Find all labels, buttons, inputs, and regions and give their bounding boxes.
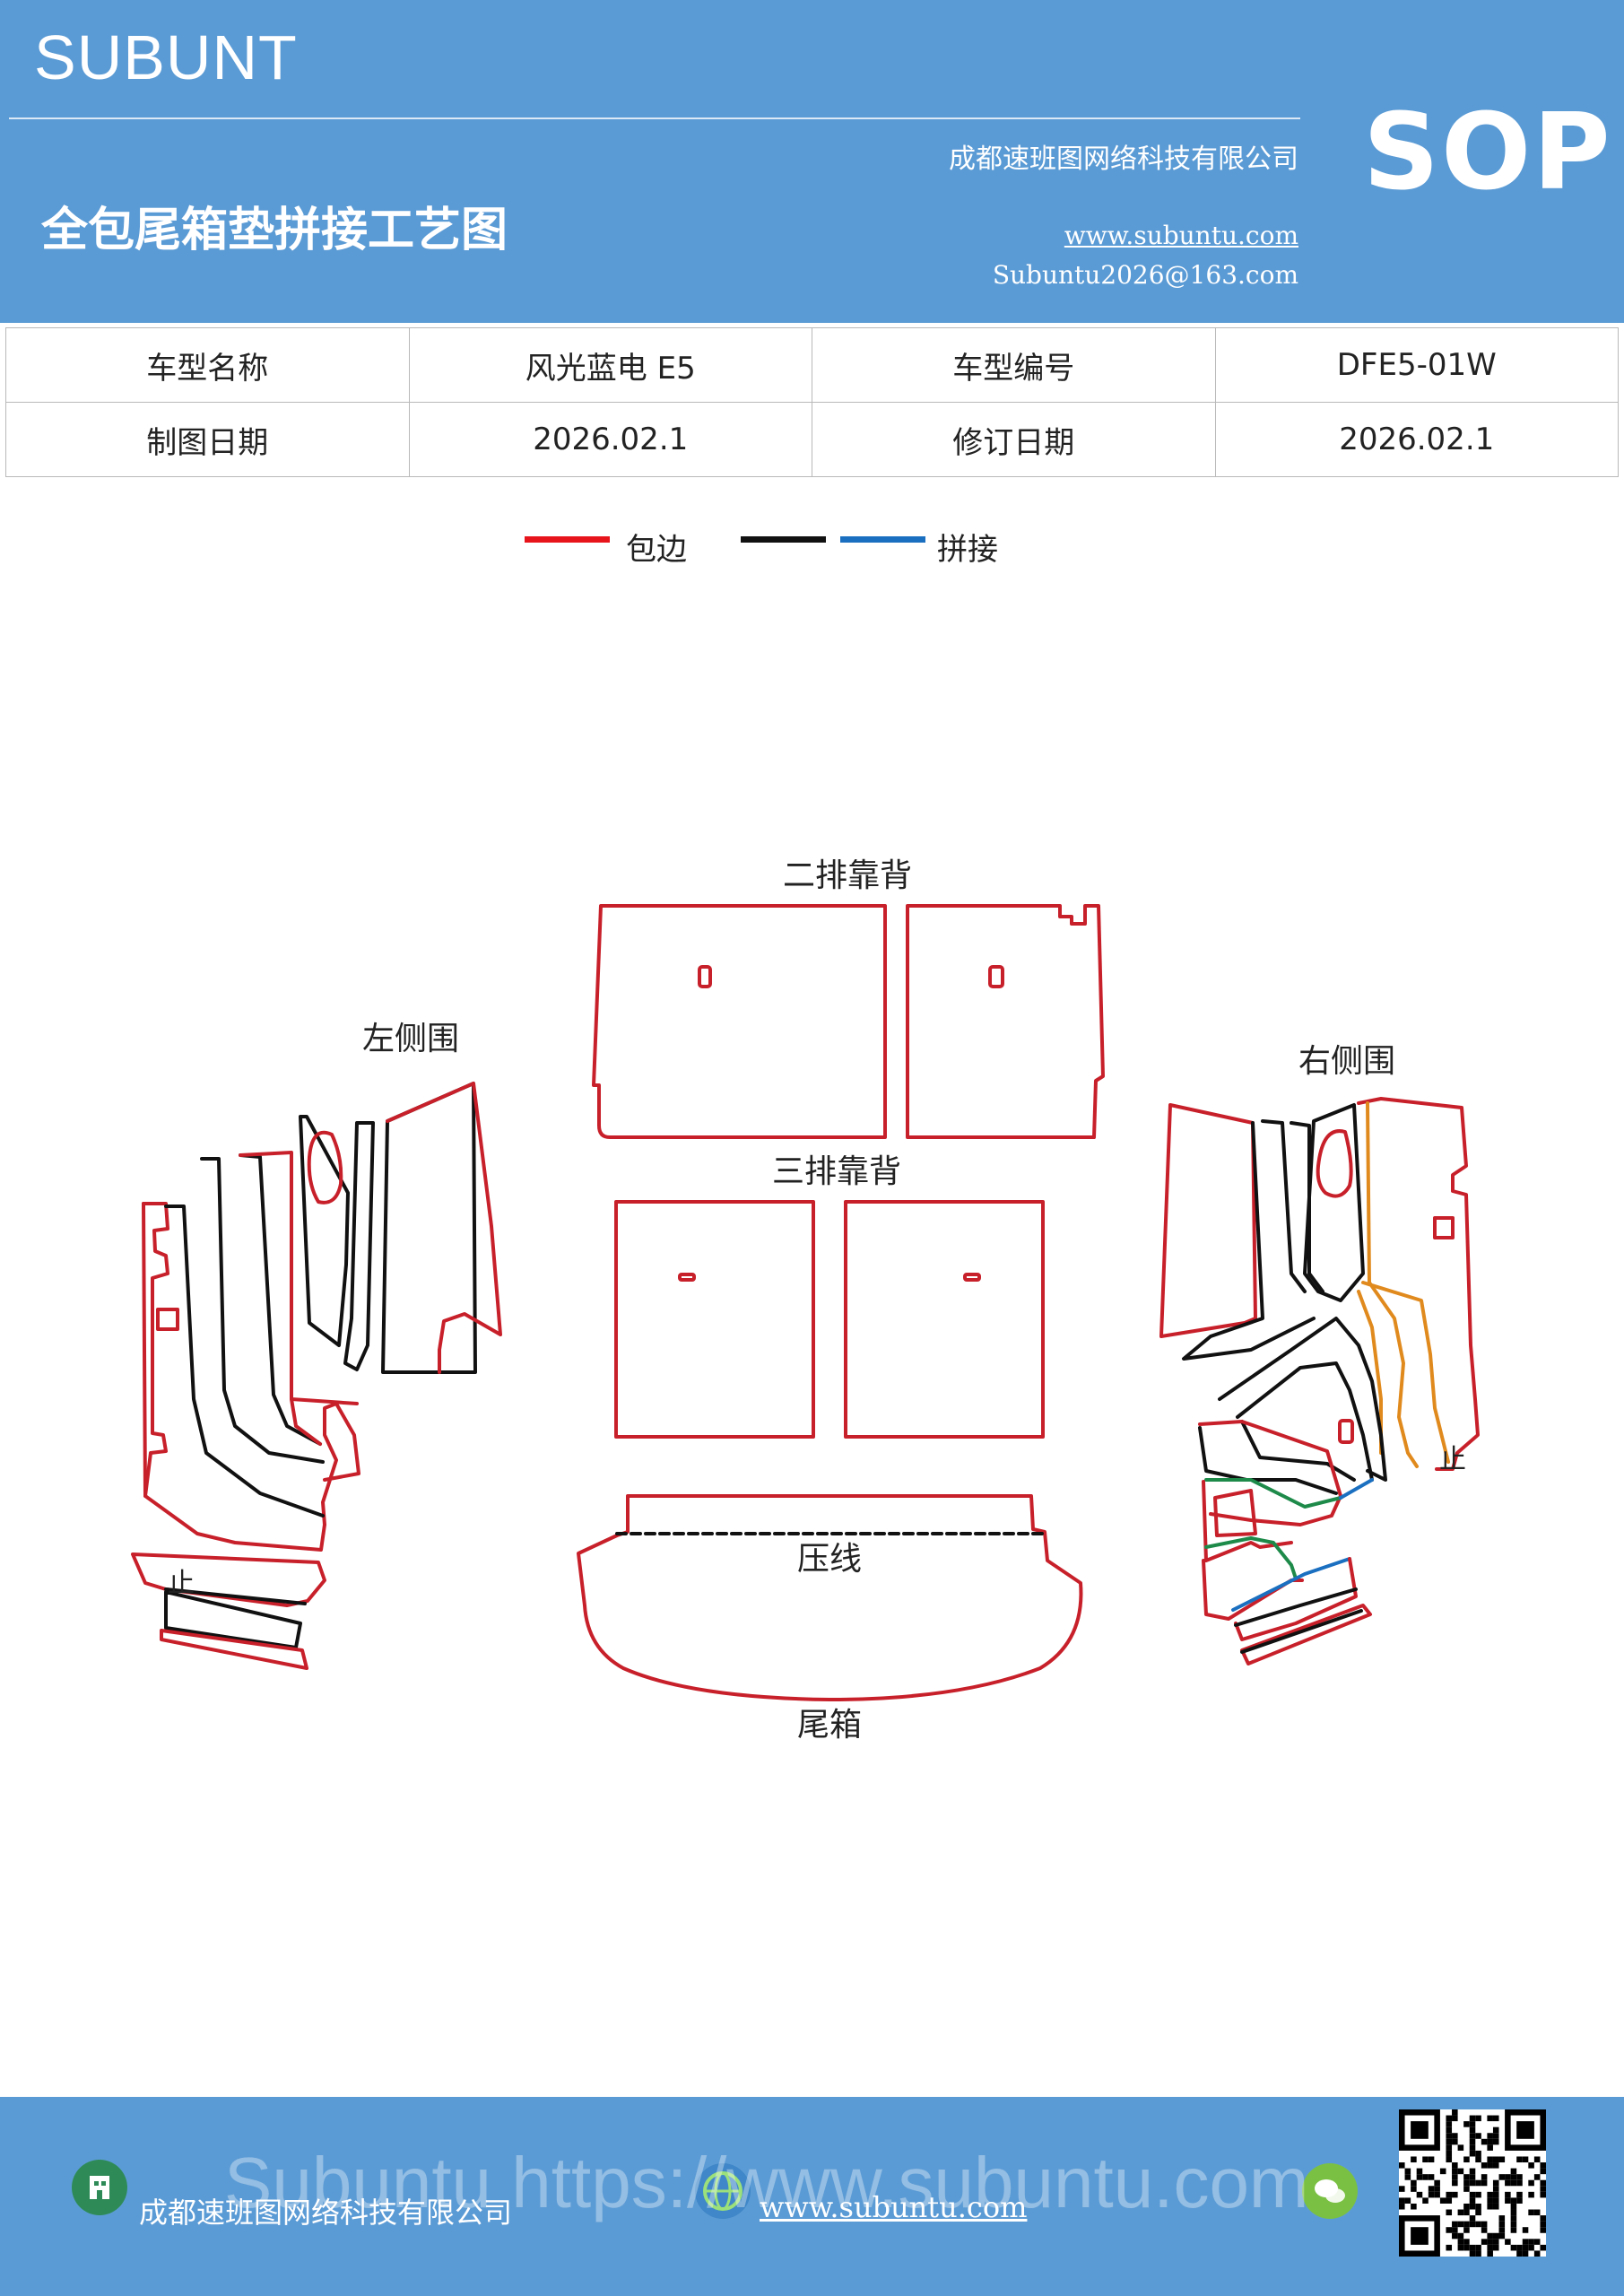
table-cell: DFE5-01W xyxy=(1214,327,1619,403)
second-row-backrest-right-panel xyxy=(906,904,1105,1139)
company-name: 成都速班图网络科技有限公司 xyxy=(949,144,1298,175)
label-stop-right: 止 xyxy=(1439,1444,1466,1475)
table-row: 制图日期 2026.02.1 修订日期 2026.02.1 xyxy=(5,402,1619,477)
footer-company-name: 成都速班图网络科技有限公司 xyxy=(139,2196,513,2230)
table-cell: 制图日期 xyxy=(5,402,410,477)
label-stop-left: 止 xyxy=(168,1568,195,1599)
footer-website-link[interactable]: www.subuntu.com xyxy=(760,2190,1028,2224)
table-cell: 2026.02.1 xyxy=(1214,402,1619,477)
table-cell: 风光蓝电 E5 xyxy=(408,327,812,403)
left-side-wall-panels xyxy=(131,1082,502,1670)
table-cell: 2026.02.1 xyxy=(408,402,812,477)
label-trunk: 尾箱 xyxy=(797,1707,862,1744)
email-address: Subuntu2026@163.com xyxy=(992,260,1298,290)
label-right-side: 右侧围 xyxy=(1298,1043,1395,1080)
header-divider xyxy=(9,117,1300,119)
document-title: 全包尾箱垫拼接工艺图 xyxy=(41,203,508,257)
label-left-side: 左侧围 xyxy=(362,1021,459,1057)
sop-badge: SOP xyxy=(1363,90,1612,213)
second-row-backrest-left-panel xyxy=(592,904,887,1139)
vehicle-info-table: 车型名称 风光蓝电 E5 车型编号 DFE5-01W 制图日期 2026.02.… xyxy=(5,327,1619,477)
legend-swatch-edge xyxy=(525,536,610,543)
footer-watermark: Subuntu https://www.subuntu.com xyxy=(224,2143,1309,2222)
qr-code xyxy=(1399,2109,1546,2257)
label-second-row: 二排靠背 xyxy=(783,857,912,894)
globe-icon xyxy=(695,2163,751,2219)
table-cell: 车型编号 xyxy=(812,327,1216,403)
header-banner: SUBUNT SOP 成都速班图网络科技有限公司 全包尾箱垫拼接工艺图 www.… xyxy=(0,0,1624,323)
brand-logo-text: SUBUNT xyxy=(34,22,298,92)
table-cell: 修订日期 xyxy=(812,402,1216,477)
right-side-wall-panels xyxy=(1159,1097,1480,1665)
legend-swatch-seam-black xyxy=(741,536,826,543)
third-row-backrest-left-panel xyxy=(614,1200,815,1439)
legend-label-seam: 拼接 xyxy=(937,532,998,568)
legend-swatch-seam-blue xyxy=(840,536,925,543)
third-row-backrest-right-panel xyxy=(844,1200,1045,1439)
legend-label-edge: 包边 xyxy=(626,532,687,568)
table-row: 车型名称 风光蓝电 E5 车型编号 DFE5-01W xyxy=(5,327,1619,403)
label-third-row: 三排靠背 xyxy=(772,1153,901,1190)
wechat-icon xyxy=(1302,2163,1358,2219)
website-link[interactable]: www.subuntu.com xyxy=(1064,221,1298,250)
building-icon xyxy=(72,2160,127,2215)
table-cell: 车型名称 xyxy=(5,327,410,403)
label-crease: 压线 xyxy=(797,1541,862,1578)
trunk-floor-panel xyxy=(577,1494,1083,1701)
